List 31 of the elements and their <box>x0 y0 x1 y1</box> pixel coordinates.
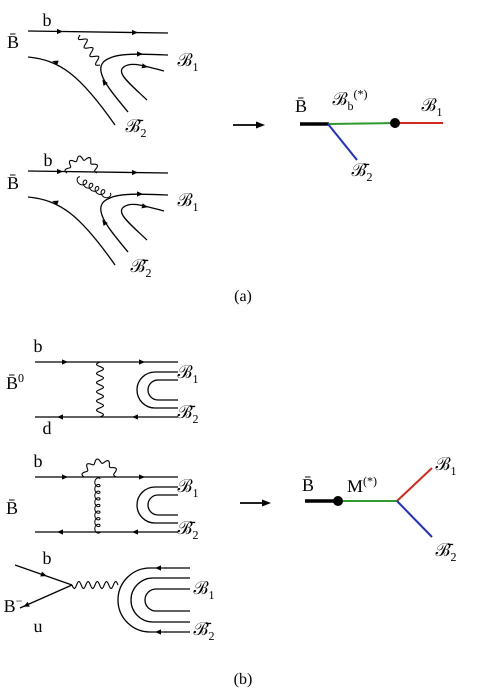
particle-label: B̄$^{0}$ <box>6 372 24 392</box>
particle-label: b <box>34 337 42 355</box>
particle-label: ℬ̄$_{2}$ <box>194 620 214 642</box>
particle-label: b <box>42 11 52 29</box>
particle-label: ℬ$_{1}$ <box>178 477 198 499</box>
particle-label: ℬ$_{1}$ <box>178 51 198 73</box>
particle-label: ℬ̄$_{2}$ <box>352 161 372 183</box>
particle-label: B̄ <box>302 476 314 494</box>
particle-label: ℬ$_{1}$ <box>178 191 198 213</box>
particle-label: ℬ̄$_{2}$ <box>130 257 152 279</box>
particle-label: B̄ <box>295 97 307 115</box>
particle-label: ℬ̄$_{2}$ <box>178 403 198 425</box>
particle-label: d <box>42 419 52 437</box>
particle-label: ℬ̄$_{2}$ <box>436 541 456 563</box>
particle-label: B̄ <box>7 33 19 51</box>
particle-label: ℬ$_{1}$ <box>178 363 198 385</box>
particle-label: ℬ$_{1}$ <box>436 455 456 477</box>
particle-label: b <box>42 549 52 567</box>
particle-label: ℬ̄$_{2}$ <box>178 519 198 541</box>
particle-label: b <box>34 452 42 470</box>
particle-label: u <box>34 617 42 635</box>
particle-label: B$^{−}$ <box>4 595 22 615</box>
particle-label: B̄ <box>6 499 18 517</box>
panel-caption: (b) <box>234 672 252 688</box>
particle-label: ℬ$_{1}$ <box>422 96 442 118</box>
particle-label: M$^{(*)}$ <box>347 475 377 495</box>
particle-label: B̄ <box>7 174 19 192</box>
particle-label: ℬ$_{1}$ <box>194 579 214 601</box>
panel-caption: (a) <box>234 289 252 305</box>
particle-label: b <box>44 151 52 169</box>
particle-label: ℬ̄$_{2}$ <box>126 117 146 139</box>
